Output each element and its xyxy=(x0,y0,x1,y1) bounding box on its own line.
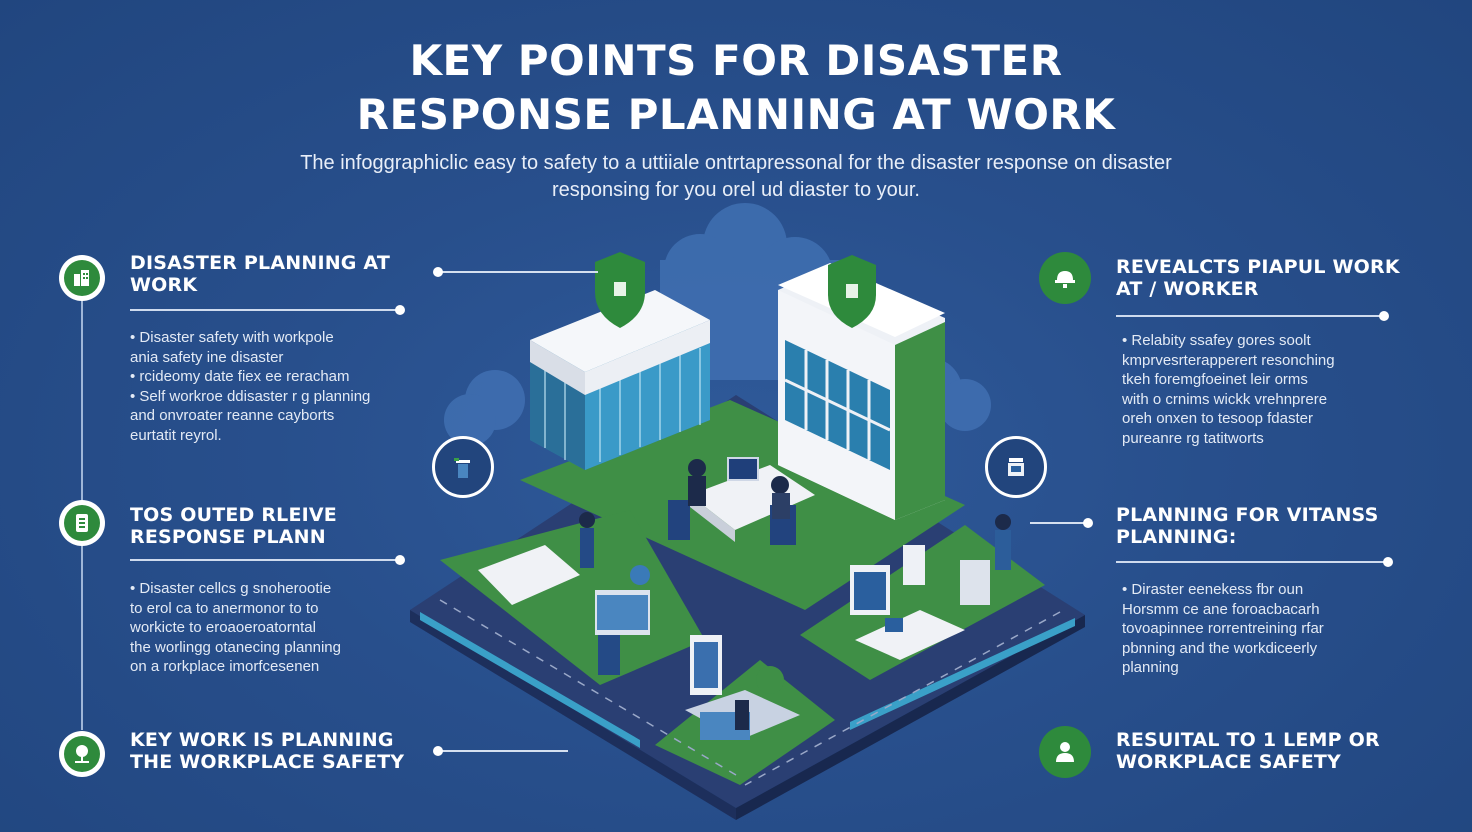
ground-platform xyxy=(410,395,1085,820)
list-item: oreh onxen to tesoop fdaster xyxy=(1122,410,1313,427)
section-badge xyxy=(59,255,105,301)
section-badge xyxy=(1039,252,1091,304)
list-item: on a rorkplace imorfcesenen xyxy=(130,658,320,675)
list-item: planning xyxy=(1122,659,1179,676)
section-heading-right-3: RESUITAL TO 1 LEMP OR WORKPLACE SAFETY xyxy=(1116,729,1380,773)
list-item: • Disaster safety with workpole xyxy=(130,329,334,346)
building-icon xyxy=(74,270,89,286)
road-markings xyxy=(439,599,1061,786)
section-badge xyxy=(1039,726,1091,778)
trash-bin-icon xyxy=(454,458,470,478)
supply-kit-badge xyxy=(985,436,1047,498)
connector-line xyxy=(1030,518,1093,528)
list-item: the worlingg otanecing planning xyxy=(130,638,341,656)
left-office-building xyxy=(530,290,710,470)
page-title: KEY POINTS FOR DISASTER RESPONSE PLANNIN… xyxy=(0,34,1472,142)
document-icon xyxy=(76,514,88,532)
subtitle-line-1: The infoggraphiclic easy to safety to a … xyxy=(300,152,1172,174)
tree-icon xyxy=(75,745,89,763)
subtitle-line-2: responsing for you orel ud diaster to yo… xyxy=(552,179,920,201)
list-item: Horsmm ce ane foroacbacarh xyxy=(1122,600,1320,618)
trash-bin-badge xyxy=(432,436,494,498)
shield-icon xyxy=(828,255,876,328)
section-divider xyxy=(130,305,405,315)
bottom-room xyxy=(685,635,800,740)
section-heading-right-2: PLANNING FOR VITANSS PLANNING: xyxy=(1116,504,1379,548)
list-item: kmprvesrterapperert resonching xyxy=(1122,351,1335,369)
list-item: pureanre rg tatitworts xyxy=(1122,429,1264,447)
list-item: • Diraster eenekess fbr oun xyxy=(1122,581,1304,598)
lower-right-room xyxy=(850,514,1011,660)
person-icon xyxy=(1056,742,1074,762)
list-item: with o crnims wickk vrehnprere xyxy=(1122,390,1328,408)
section-heading-left-3: KEY WORK IS PLANNING THE WORKPLACE SAFET… xyxy=(130,729,405,773)
hard-hat-icon xyxy=(1055,271,1075,288)
title-line-2: RESPONSE PLANNING AT WORK xyxy=(356,90,1116,139)
list-item: tovoapinnee rorrentreining rfar xyxy=(1122,620,1324,637)
connector-line xyxy=(433,267,598,277)
section-heading-left-1: DISASTER PLANNING AT WORK xyxy=(130,252,391,296)
list-item: tkeh foremgfoeinet leir orms xyxy=(1122,371,1308,388)
section-bullets-left-2: • Disaster cellcs g snoherootie to erol … xyxy=(130,579,341,677)
section-bullets-left-1: • Disaster safety with workpole ania saf… xyxy=(130,328,370,445)
meeting-desk xyxy=(668,457,815,545)
list-item: and onvroater reanne cayborts xyxy=(130,407,335,424)
list-item: pbnning and the workdiceerly xyxy=(1122,639,1318,657)
list-item: to erol ca to anermonor to to xyxy=(130,599,319,617)
shield-icon xyxy=(595,252,645,328)
section-badge xyxy=(59,731,105,777)
connector-line xyxy=(433,746,568,756)
section-divider xyxy=(1116,311,1389,321)
list-item: • rcideomy date fiex ee reracham xyxy=(130,368,350,385)
page-subtitle: The infoggraphiclic easy to safety to a … xyxy=(236,150,1236,204)
lower-left-room xyxy=(478,512,650,675)
section-heading-left-2: TOS OUTED RLEIVE RESPONSE PLANN xyxy=(130,504,337,548)
section-heading-right-1: REVEALCTS PIAPUL WORK AT / WORKER xyxy=(1116,256,1400,300)
title-line-1: KEY POINTS FOR DISASTER xyxy=(409,36,1063,85)
supply-kit-icon xyxy=(1008,458,1024,476)
list-item: workicte to eroaoeroatorntal xyxy=(130,619,316,636)
list-item: • Self workroe ddisaster r g planning xyxy=(130,387,371,405)
section-badge xyxy=(59,500,105,546)
list-item: eurtatit reyrol. xyxy=(130,426,222,444)
list-item: • Disaster cellcs g snoherootie xyxy=(130,580,332,597)
right-office-building xyxy=(778,263,945,520)
section-divider xyxy=(1116,557,1393,567)
section-bullets-right-1: • Relabity ssafey gores soolt kmprvesrte… xyxy=(1122,331,1335,448)
section-divider xyxy=(130,555,405,565)
section-bullets-right-2: • Diraster eenekess fbr oun Horsmm ce an… xyxy=(1122,580,1324,678)
list-item: ania safety ine disaster xyxy=(130,348,284,366)
list-item: • Relabity ssafey gores soolt xyxy=(1122,332,1311,349)
